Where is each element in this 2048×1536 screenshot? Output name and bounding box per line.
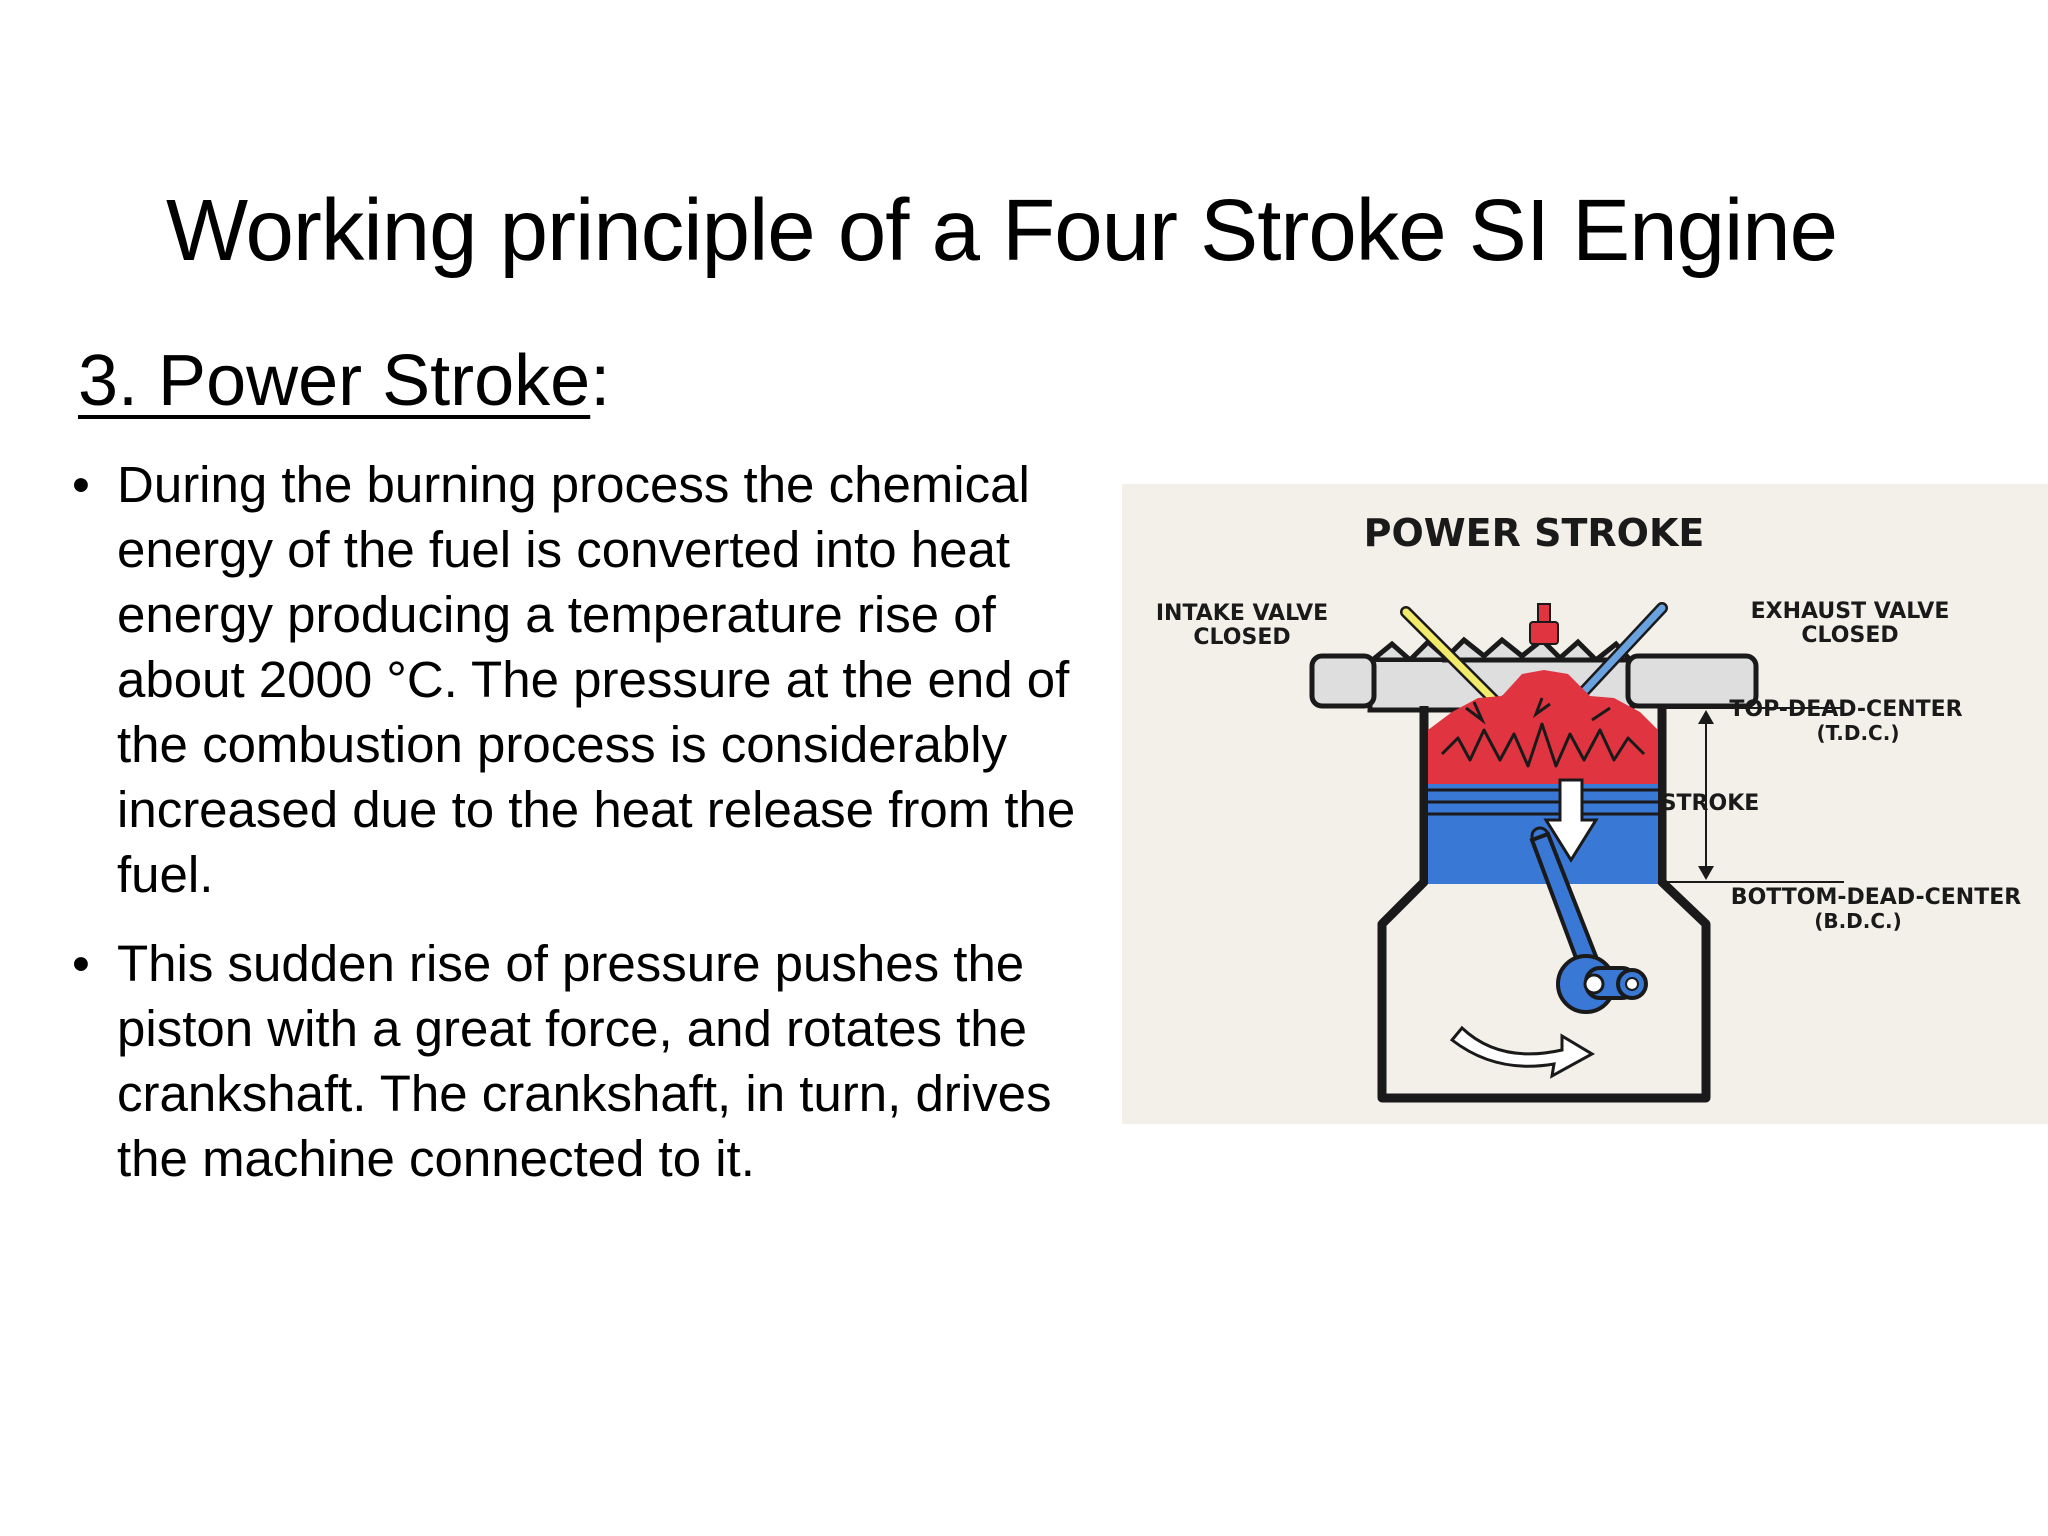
engine-illustration: POWER STROKE INTAKE VALVE CLOSED EXHAUST…	[1156, 511, 2021, 1103]
intake-port	[1309, 653, 1377, 709]
intake-label: INTAKE VALVE	[1156, 601, 1328, 626]
power-stroke-diagram: POWER STROKE INTAKE VALVE CLOSED EXHAUST…	[1122, 484, 2048, 1124]
cylinder-wall	[1377, 706, 1711, 1103]
bullet-symbol: •	[72, 935, 90, 992]
bullet-text: This sudden rise of pressure pushes the …	[117, 935, 1052, 1187]
stroke-label: STROKE	[1661, 791, 1760, 816]
spark-plug-icon	[1529, 603, 1559, 645]
bullet-text: During the burning process the chemical …	[117, 456, 1076, 903]
slide-title: Working principle of a Four Stroke SI En…	[166, 182, 1838, 279]
exhaust-label: EXHAUST VALVE	[1751, 599, 1950, 624]
intake-label-status: CLOSED	[1193, 625, 1290, 650]
diagram-heading: POWER STROKE	[1364, 511, 1705, 555]
bullet-list: • During the burning process the chemical…	[72, 452, 1132, 1215]
exhaust-port	[1625, 653, 1759, 709]
exhaust-label-status: CLOSED	[1801, 623, 1898, 648]
rotation-arrow-icon	[1449, 1025, 1596, 1079]
combustion-gases	[1428, 670, 1658, 784]
arrow-down-icon	[1543, 778, 1599, 863]
bdc-label: BOTTOM-DEAD-CENTER	[1731, 885, 2021, 910]
crankshaft	[1556, 954, 1648, 1014]
section-heading-text: 3. Power Stroke	[78, 341, 591, 421]
tdc-abbrev: (T.D.C.)	[1817, 721, 1900, 745]
bdc-abbrev: (B.D.C.)	[1814, 909, 1902, 933]
stroke-dimension	[1664, 707, 1844, 883]
bullet-symbol: •	[72, 456, 90, 513]
bullet-item: • During the burning process the chemical…	[72, 452, 1132, 907]
section-heading-colon: :	[590, 341, 611, 421]
bullet-item: • This sudden rise of pressure pushes the…	[72, 931, 1132, 1191]
tdc-label: TOP-DEAD-CENTER	[1729, 697, 1962, 722]
section-heading: 3. Power Stroke:	[78, 336, 610, 426]
